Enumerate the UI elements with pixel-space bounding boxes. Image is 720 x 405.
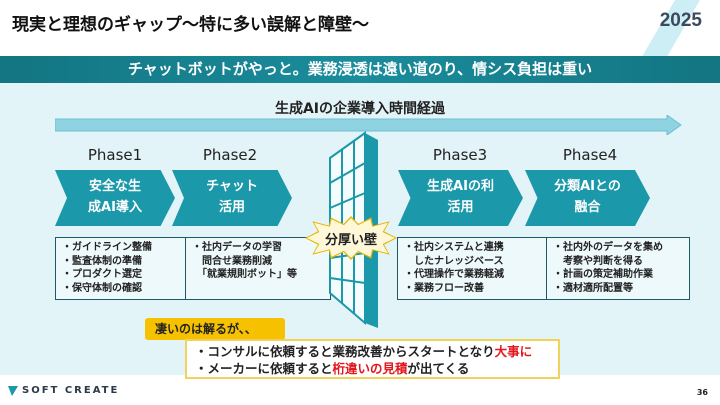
phase1-chevron: 安全な生成AI導入 [55,170,175,226]
phase2-stage-line2: 活用 [218,200,245,215]
callout-tag: 凄いのは解るが、、 [145,318,285,340]
phase2-chevron: チャット活用 [172,170,292,226]
phase4-stage-line2: 融合 [574,200,601,215]
phase4-chevron: 分類AIとの融合 [525,170,650,226]
phase2-details: ・社内データの学習 問合せ業務削減 「就業規則ボット」等 [185,237,331,300]
phase3-label: Phase3 [432,146,488,164]
line2-suffix: が出てくる [407,361,470,376]
timeline-arrow [55,115,682,135]
banner: チャットボットがやっと。業務浸透は遠い道のり、情シス負担は重い [0,56,720,83]
phase1-details: ・ガイドライン整備 ・監査体制の準備 ・プロダクト選定 ・保守体制の確認 [55,237,186,300]
logo-mark-icon [8,385,18,396]
callout-line1: ・コンサルに依頼すると業務改善からスタートとなり大事に [195,343,550,360]
year-label: 2025 [659,10,702,31]
phase2-stage-line1: チャット [206,179,258,195]
line2-text: ・メーカーに依頼すると [195,361,333,376]
phase4-details: ・社内外のデータを集め 考察や判断を得る ・計画の策定補助作業 ・適材適所配置等 [546,237,690,300]
phase3-details: ・社内システムと連携 したナレッジベース ・代理操作で業務軽減 ・業務フロー改善 [397,237,547,300]
phase4-label: Phase4 [562,146,618,164]
phase3-chevron: 生成AIの利活用 [398,170,523,226]
company-logo: SOFT CREATE [8,385,119,396]
callout-line2: ・メーカーに依頼すると桁違いの見積が出てくる [195,360,550,377]
line1-emphasis: 大事に [494,344,533,359]
phase3-stage-line2: 活用 [447,200,474,215]
line2-emphasis: 桁違いの見積 [332,361,408,376]
logo-text: SOFT CREATE [22,385,120,396]
line1-text: ・コンサルに依頼すると業務改善からスタートとなり [195,344,495,359]
phase1-stage-line2: 成AI導入 [88,200,142,215]
phase3-stage-line1: 生成AIの利 [427,179,494,195]
phase1-label: Phase1 [87,146,143,164]
corner-decoration [640,0,700,60]
phase4-stage-line1: 分類AIとの [554,179,621,195]
page-title: 現実と理想のギャップ〜特に多い誤解と障壁〜 [12,15,369,35]
page-number: 36 [696,388,708,397]
timeline-title: 生成AIの企業導入時間経過 [274,101,446,117]
callout-box: ・コンサルに依頼すると業務改善からスタートとなり大事に ・メーカーに依頼すると桁… [185,339,560,379]
phase1-stage-line1: 安全な生 [88,179,141,195]
phase2-label: Phase2 [202,146,258,164]
